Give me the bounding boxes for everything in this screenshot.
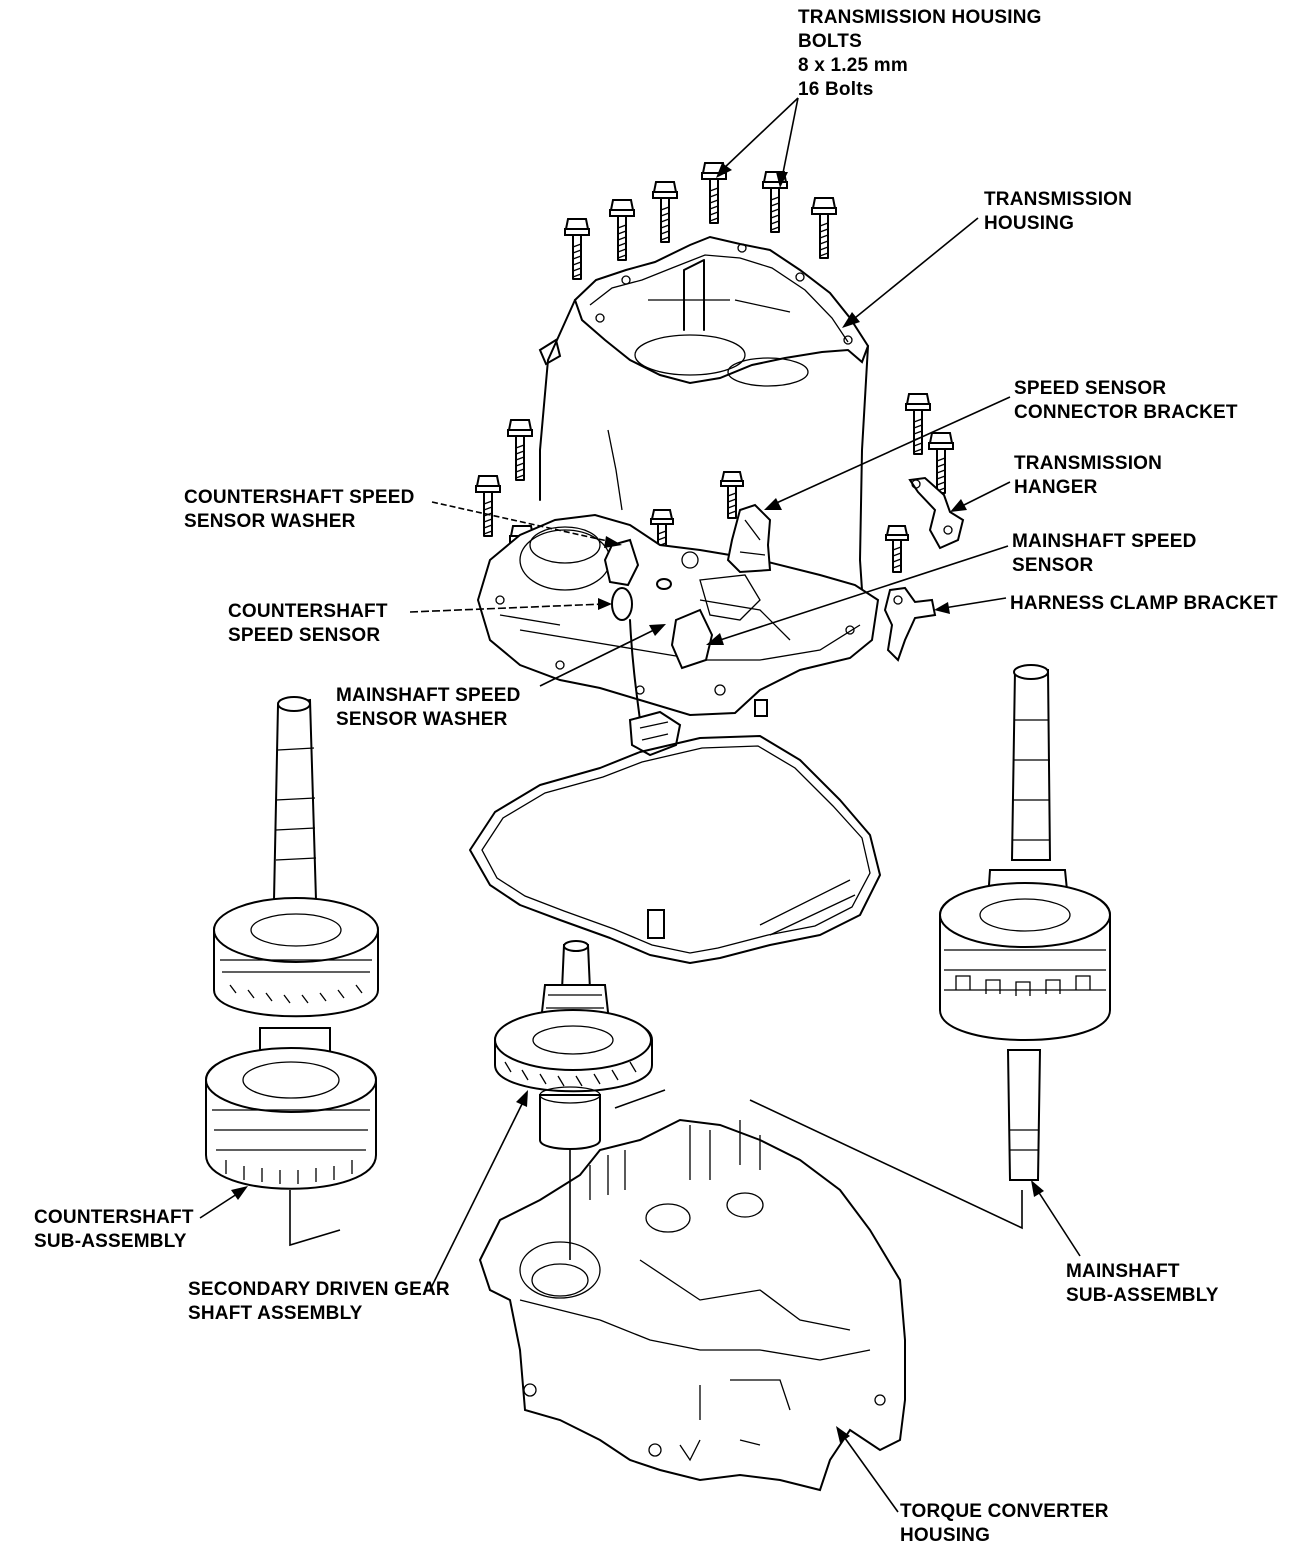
label-text: COUNTERSHAFT SPEED <box>184 487 415 508</box>
label-text: MAINSHAFT SPEED <box>336 685 521 706</box>
countershaft-sub-assembly <box>205 696 379 1190</box>
label-text: SECONDARY DRIVEN GEAR <box>188 1279 450 1300</box>
label-text: HARNESS CLAMP BRACKET <box>1010 593 1278 614</box>
label-mainshaft-sub-assembly: MAINSHAFT SUB-ASSEMBLY <box>1066 1260 1219 1308</box>
mainshaft-sub-assembly <box>939 664 1111 1181</box>
label-text: COUNTERSHAFT <box>34 1207 194 1228</box>
label-transmission-hanger: TRANSMISSION HANGER <box>1014 452 1162 500</box>
transmission-hanger <box>908 476 965 550</box>
label-text: SHAFT ASSEMBLY <box>188 1303 363 1324</box>
label-text: SUB-ASSEMBLY <box>34 1231 187 1252</box>
label-mainshaft-speed-sensor-washer: MAINSHAFT SPEED SENSOR WASHER <box>336 684 521 732</box>
label-text: 8 x 1.25 mm <box>798 55 908 76</box>
label-text: SUB-ASSEMBLY <box>1066 1285 1219 1306</box>
torque-converter-housing <box>478 1118 906 1492</box>
label-text: CONNECTOR BRACKET <box>1014 402 1238 423</box>
label-countershaft-sub-assembly: COUNTERSHAFT SUB-ASSEMBLY <box>34 1206 194 1254</box>
label-countershaft-speed-sensor: COUNTERSHAFT SPEED SENSOR <box>228 600 388 648</box>
label-transmission-housing: TRANSMISSION HOUSING <box>984 188 1132 236</box>
label-text: TORQUE CONVERTER <box>900 1501 1109 1522</box>
label-text: HOUSING <box>984 213 1075 234</box>
label-text: TRANSMISSION <box>1014 453 1163 474</box>
label-text: COUNTERSHAFT <box>228 601 388 622</box>
speed-sensor-connector-bracket <box>726 503 772 574</box>
mainshaft-speed-sensor <box>656 578 714 670</box>
label-text: SPEED SENSOR <box>228 625 381 646</box>
label-speed-sensor-connector-bracket: SPEED SENSOR CONNECTOR BRACKET <box>1014 377 1238 425</box>
label-text: TRANSMISSION HOUSING <box>798 7 1042 28</box>
leader-lines <box>199 97 1081 1513</box>
label-text: TRANSMISSION <box>984 189 1133 210</box>
transmission-housing <box>476 235 880 717</box>
countershaft-speed-sensor <box>603 538 640 621</box>
assembly-guide-lines <box>289 1089 1023 1260</box>
label-countershaft-speed-sensor-washer: COUNTERSHAFT SPEED SENSOR WASHER <box>184 486 415 534</box>
label-text: MAINSHAFT <box>1066 1261 1180 1282</box>
sensor-harness <box>628 619 682 757</box>
label-secondary-driven-gear-shaft-assembly: SECONDARY DRIVEN GEAR SHAFT ASSEMBLY <box>188 1278 450 1326</box>
label-housing-bolts: TRANSMISSION HOUSING BOLTS 8 x 1.25 mm 1… <box>798 6 1042 102</box>
housing-gasket <box>469 735 881 964</box>
label-text: SENSOR <box>1012 555 1094 576</box>
label-torque-converter-housing: TORQUE CONVERTER HOUSING <box>900 1500 1109 1548</box>
label-harness-clamp-bracket: HARNESS CLAMP BRACKET <box>1010 592 1278 616</box>
label-text: SENSOR WASHER <box>336 709 508 730</box>
label-mainshaft-speed-sensor: MAINSHAFT SPEED SENSOR <box>1012 530 1197 578</box>
label-text: BOLTS <box>798 31 862 52</box>
label-text: SPEED SENSOR <box>1014 378 1167 399</box>
label-text: MAINSHAFT SPEED <box>1012 531 1197 552</box>
harness-clamp-bracket <box>883 586 937 662</box>
label-text: SENSOR WASHER <box>184 511 356 532</box>
label-text: HOUSING <box>900 1525 991 1546</box>
label-text: 16 Bolts <box>798 79 874 100</box>
label-text: HANGER <box>1014 477 1098 498</box>
secondary-driven-gear-shaft-assembly <box>494 940 653 1150</box>
